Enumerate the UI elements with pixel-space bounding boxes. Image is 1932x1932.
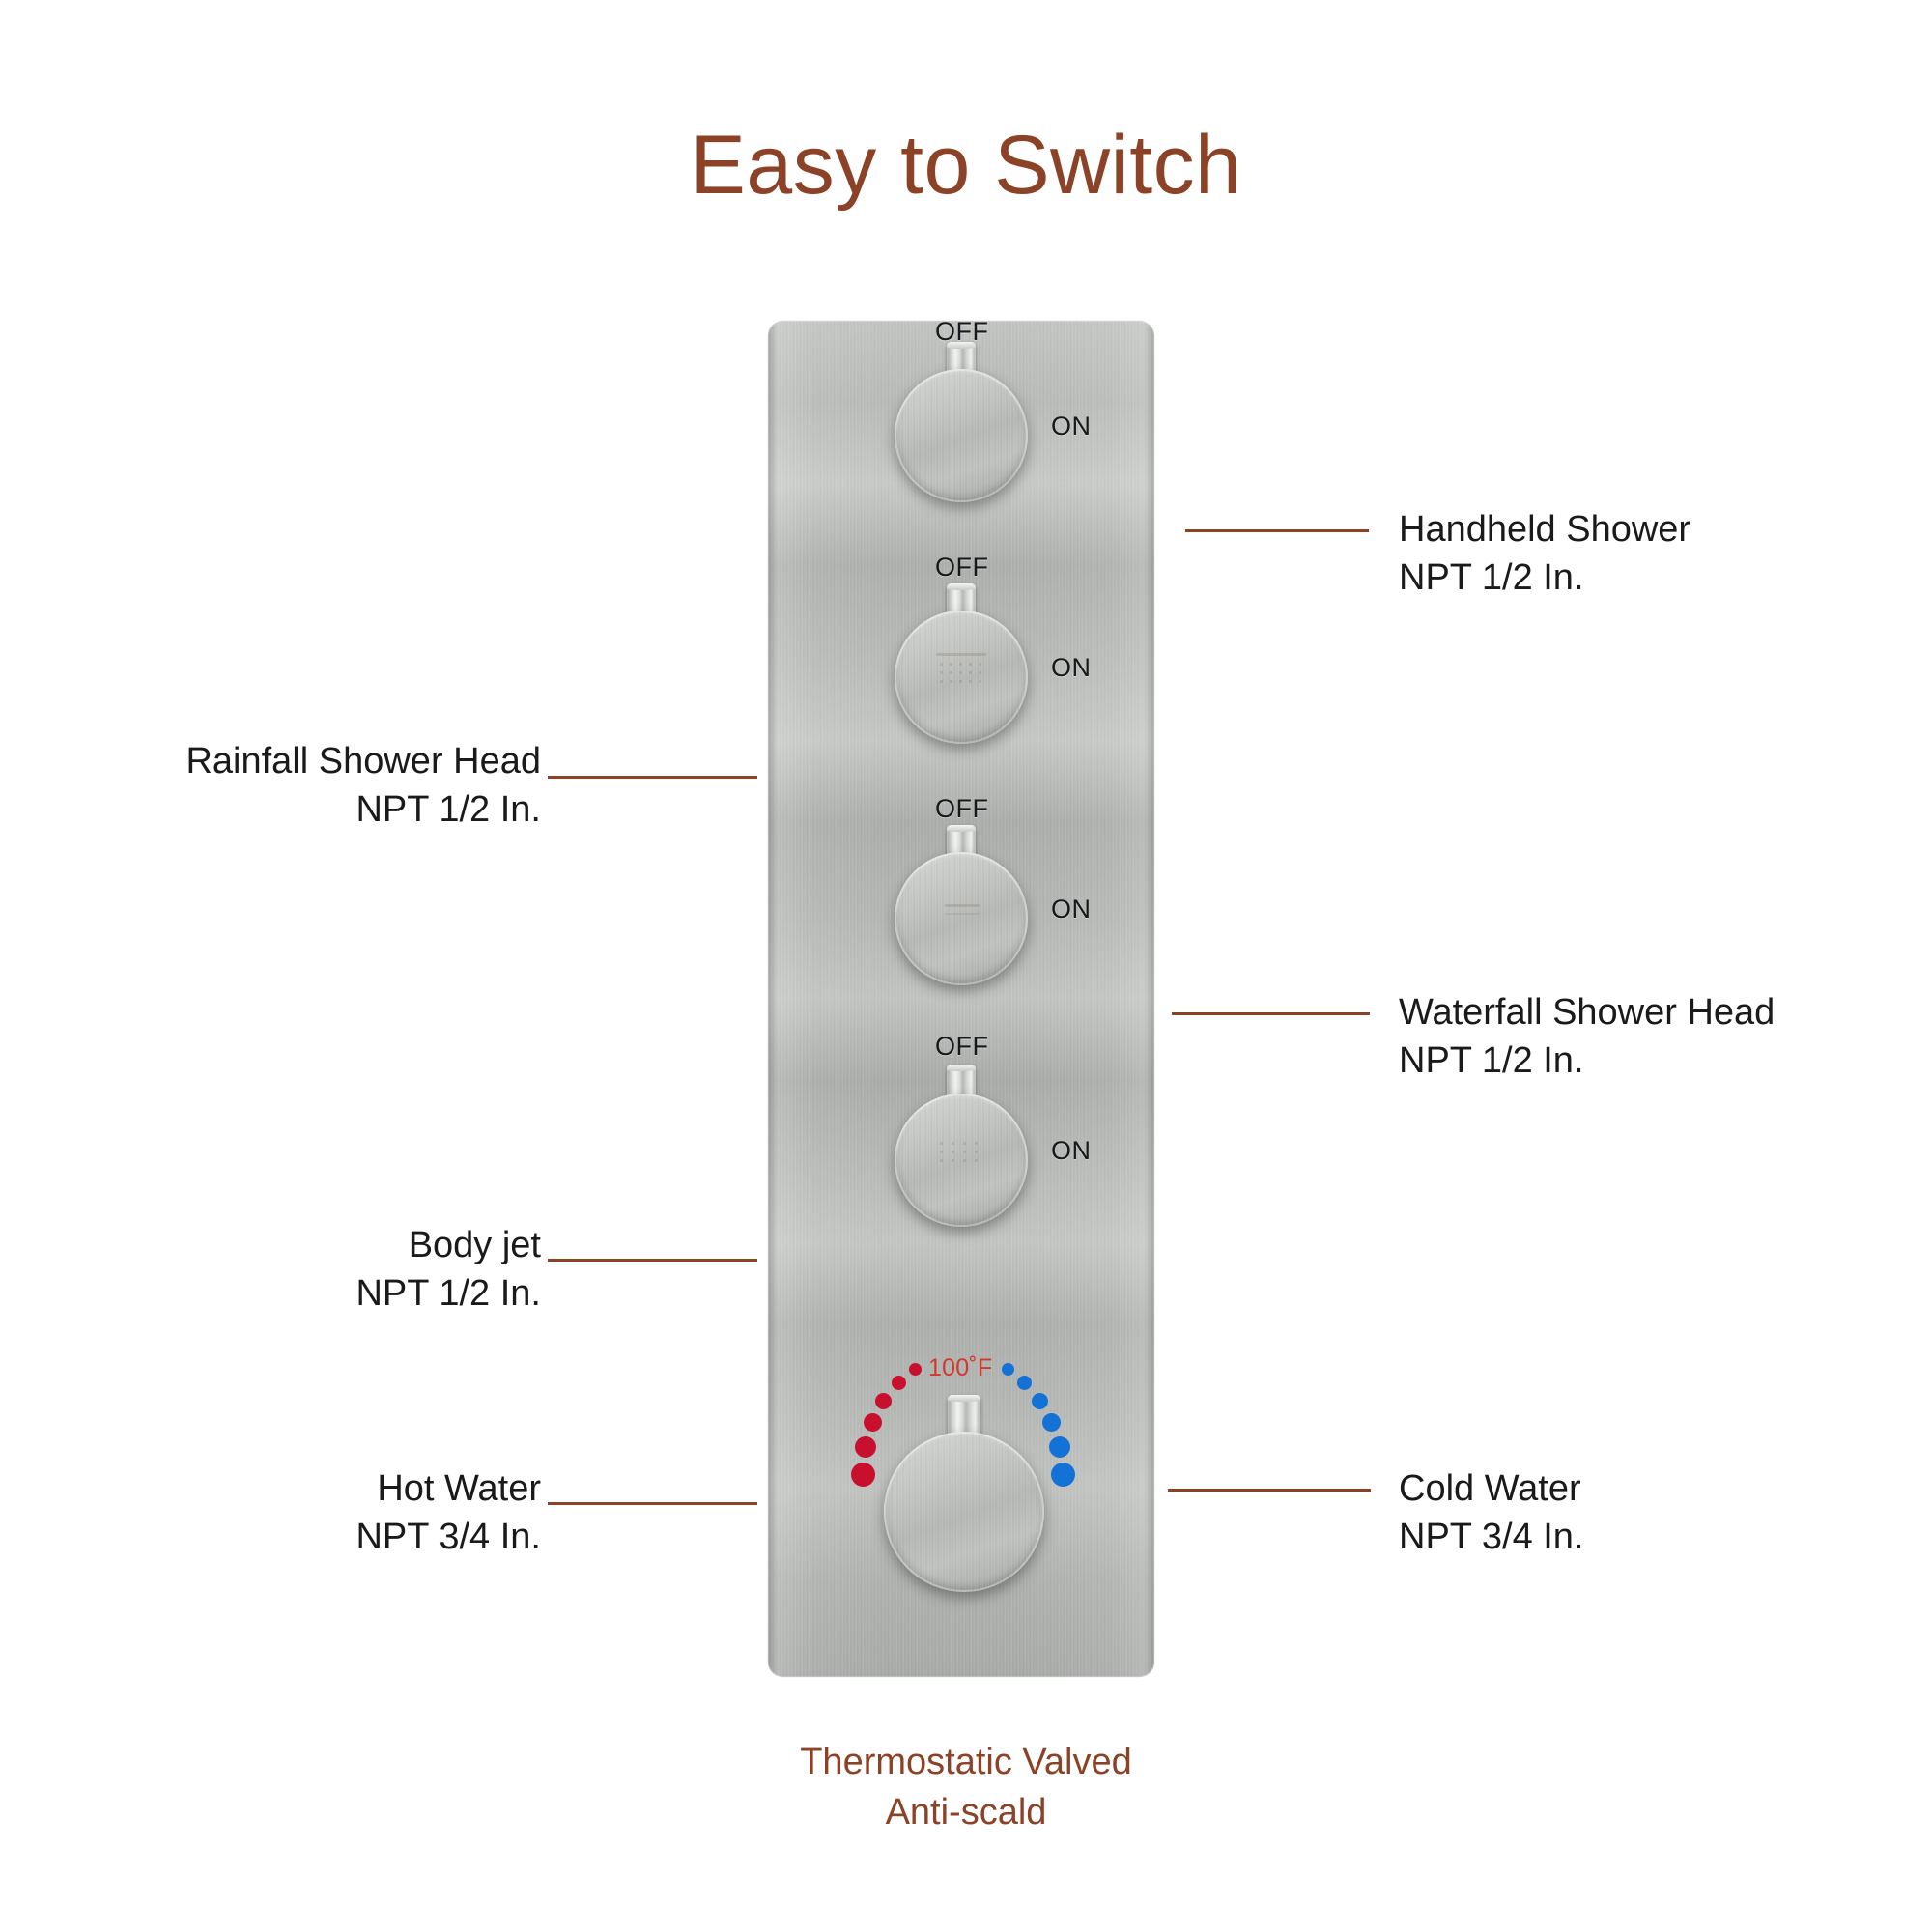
callout-handheld-shower: Handheld Shower NPT 1/2 In. (1399, 505, 1690, 602)
footer-caption: Thermostatic Valved Anti-scald (0, 1737, 1932, 1837)
knob-face-texture-waterfall (895, 852, 1028, 985)
knob-on-label-waterfall: ON (1051, 895, 1092, 923)
knob-off-label-handheld: OFF (935, 321, 989, 346)
callout-line1: Rainfall Shower Head (185, 741, 541, 781)
hot-indicator-dot (909, 1363, 922, 1376)
callout-cold-water: Cold Water NPT 3/4 In. (1399, 1464, 1584, 1561)
callout-line1: Cold Water (1399, 1468, 1581, 1509)
leader-line-rainfall-shower-head (548, 776, 757, 779)
cold-indicator-dot (1042, 1413, 1061, 1432)
callout-line1: Waterfall Shower Head (1399, 992, 1776, 1033)
page-title: Easy to Switch (690, 119, 1242, 212)
callout-line2: NPT 1/2 In. (1399, 1040, 1584, 1081)
knob-dial-handheld[interactable] (895, 369, 1028, 502)
knob-dial-thermostatic[interactable] (884, 1432, 1044, 1592)
callout-line1: Hot Water (377, 1468, 541, 1509)
callout-line2: NPT 1/2 In. (355, 789, 541, 830)
knob-dial-rainfall[interactable] (895, 611, 1028, 744)
callout-waterfall-shower-head: Waterfall Shower Head NPT 1/2 In. (1399, 988, 1775, 1085)
leader-line-hot-water (548, 1502, 757, 1505)
knob-rim-thermostatic (884, 1432, 1044, 1592)
knob-off-label-bodyjet: OFF (935, 1032, 989, 1061)
leader-line-cold-water (1168, 1489, 1371, 1492)
footer-line2: Anti-scald (885, 1792, 1047, 1833)
leader-line-body-jet (548, 1259, 757, 1262)
hot-indicator-dot (864, 1413, 882, 1432)
knob-off-label-waterfall: OFF (935, 794, 989, 823)
hot-indicator-dot (851, 1463, 875, 1487)
thermostatic-valve-panel: OFF ON OFF (768, 321, 1154, 1677)
knob-rim-rainfall (895, 611, 1028, 744)
callout-line2: NPT 1/2 In. (355, 1273, 541, 1314)
knob-rim-waterfall (895, 852, 1028, 985)
knob-rim-bodyjet (895, 1094, 1028, 1227)
hot-indicator-dot (875, 1393, 892, 1409)
cold-indicator-dot (1051, 1463, 1075, 1487)
knob-on-label-rainfall: ON (1051, 653, 1092, 682)
leader-line-handheld-shower (1185, 529, 1369, 532)
cold-indicator-dot (1049, 1436, 1070, 1458)
callout-hot-water: Hot Water NPT 3/4 In. (0, 1464, 541, 1561)
callout-line1: Body jet (408, 1225, 541, 1265)
knob-rim-handheld (895, 369, 1028, 502)
temperature-label: 100˚F (928, 1354, 993, 1381)
hot-indicator-dot (855, 1436, 876, 1458)
cold-indicator-dot (1017, 1376, 1032, 1390)
rainfall-shower-icon (936, 653, 986, 688)
knob-dial-waterfall[interactable] (895, 852, 1028, 985)
hot-indicator-dot (892, 1376, 906, 1390)
knob-on-label-bodyjet: ON (1051, 1136, 1092, 1165)
knob-face-texture-rainfall (895, 611, 1028, 744)
cold-indicator-dot (1032, 1393, 1048, 1409)
callout-body-jet: Body jet NPT 1/2 In. (0, 1221, 541, 1318)
knob-dial-bodyjet[interactable] (895, 1094, 1028, 1227)
body-jet-icon (936, 1142, 986, 1177)
callout-line2: NPT 1/2 In. (1399, 557, 1584, 598)
knob-on-label-handheld: ON (1051, 412, 1092, 440)
leader-line-waterfall-shower-head (1172, 1012, 1370, 1015)
callout-line2: NPT 3/4 In. (1399, 1517, 1584, 1557)
callout-rainfall-shower-head: Rainfall Shower Head NPT 1/2 In. (0, 737, 541, 834)
knob-face-texture-thermostatic (884, 1432, 1044, 1592)
knob-off-label-rainfall: OFF (935, 553, 989, 582)
knob-face-texture-bodyjet (895, 1094, 1028, 1227)
callout-line2: NPT 3/4 In. (355, 1517, 541, 1557)
callout-line1: Handheld Shower (1399, 509, 1691, 550)
footer-line1: Thermostatic Valved (800, 1742, 1132, 1782)
cold-indicator-dot (1002, 1363, 1014, 1376)
waterfall-shower-icon (945, 904, 980, 925)
knob-face-texture-handheld (895, 369, 1028, 502)
